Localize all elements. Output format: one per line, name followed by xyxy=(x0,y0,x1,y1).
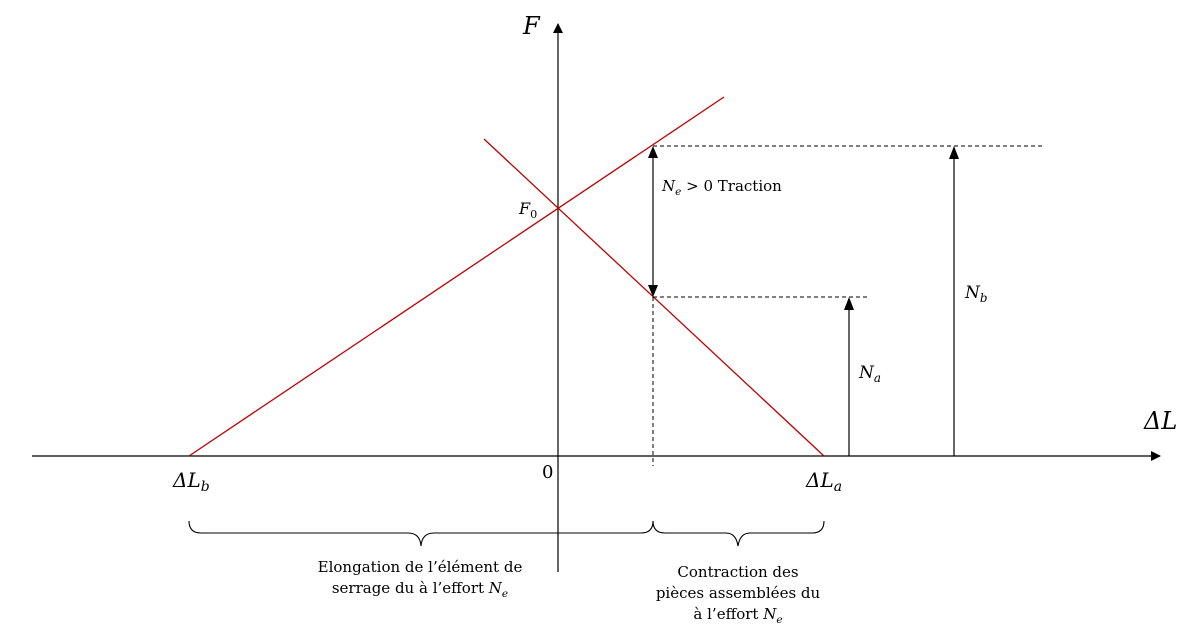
ne-traction-text: > 0 Traction xyxy=(686,177,782,195)
right-caption-line-3: à l’effort Ne xyxy=(640,604,836,625)
nb-arrow-head xyxy=(949,146,959,159)
delta-lb-label: ΔLb xyxy=(173,468,210,494)
nb-subscript: b xyxy=(979,291,988,305)
na-symbol: N xyxy=(859,363,874,383)
right-caption-ne-subscript: e xyxy=(776,614,783,626)
na-subscript: a xyxy=(873,371,881,385)
delta-la-label: ΔLa xyxy=(806,468,842,494)
nb-label: Nb xyxy=(965,283,988,305)
right-caption-ne-symbol: N xyxy=(763,605,777,623)
right-caption-line-2: pièces assemblées du xyxy=(655,584,821,602)
ne-subscript: e xyxy=(675,186,682,198)
origin-label: 0 xyxy=(542,462,554,483)
delta-lb-subscript: b xyxy=(200,479,210,495)
na-label: Na xyxy=(859,363,881,385)
right-caption: Contraction des pièces assemblées du à l… xyxy=(640,562,836,625)
left-caption-line-2: serrage du à l’effort Ne xyxy=(300,578,540,599)
left-caption-ne-symbol: N xyxy=(488,579,502,597)
ne-traction-label: Ne > 0 Traction xyxy=(662,177,782,198)
right-brace xyxy=(652,520,825,547)
left-brace xyxy=(188,520,654,547)
ne-arrow-head-up xyxy=(648,146,658,158)
right-caption-line-3-text: à l’effort xyxy=(693,605,764,623)
f0-subscript: 0 xyxy=(530,208,538,221)
bolt-stiffness-line xyxy=(188,96,725,457)
ne-symbol: N xyxy=(662,177,676,195)
na-arrow-head xyxy=(844,297,854,310)
left-caption-line-1: Elongation de l’élément de xyxy=(317,558,523,576)
left-caption-line-2-text: serrage du à l’effort xyxy=(331,579,489,597)
delta-lb-symbol: ΔL xyxy=(173,468,201,492)
nb-symbol: N xyxy=(965,283,980,303)
axis-label-f: F xyxy=(523,12,540,40)
ne-arrow-head-down xyxy=(648,285,658,297)
right-caption-line-1: Contraction des xyxy=(677,563,799,581)
left-caption: Elongation de l’élément de serrage du à … xyxy=(300,557,540,599)
left-caption-ne-subscript: e xyxy=(501,588,509,600)
f0-label: F0 xyxy=(519,199,537,221)
delta-la-symbol: ΔL xyxy=(806,468,834,492)
delta-la-subscript: a xyxy=(833,479,843,495)
f0-symbol: F xyxy=(519,199,531,218)
axis-label-delta-l: ΔL xyxy=(1144,407,1178,435)
